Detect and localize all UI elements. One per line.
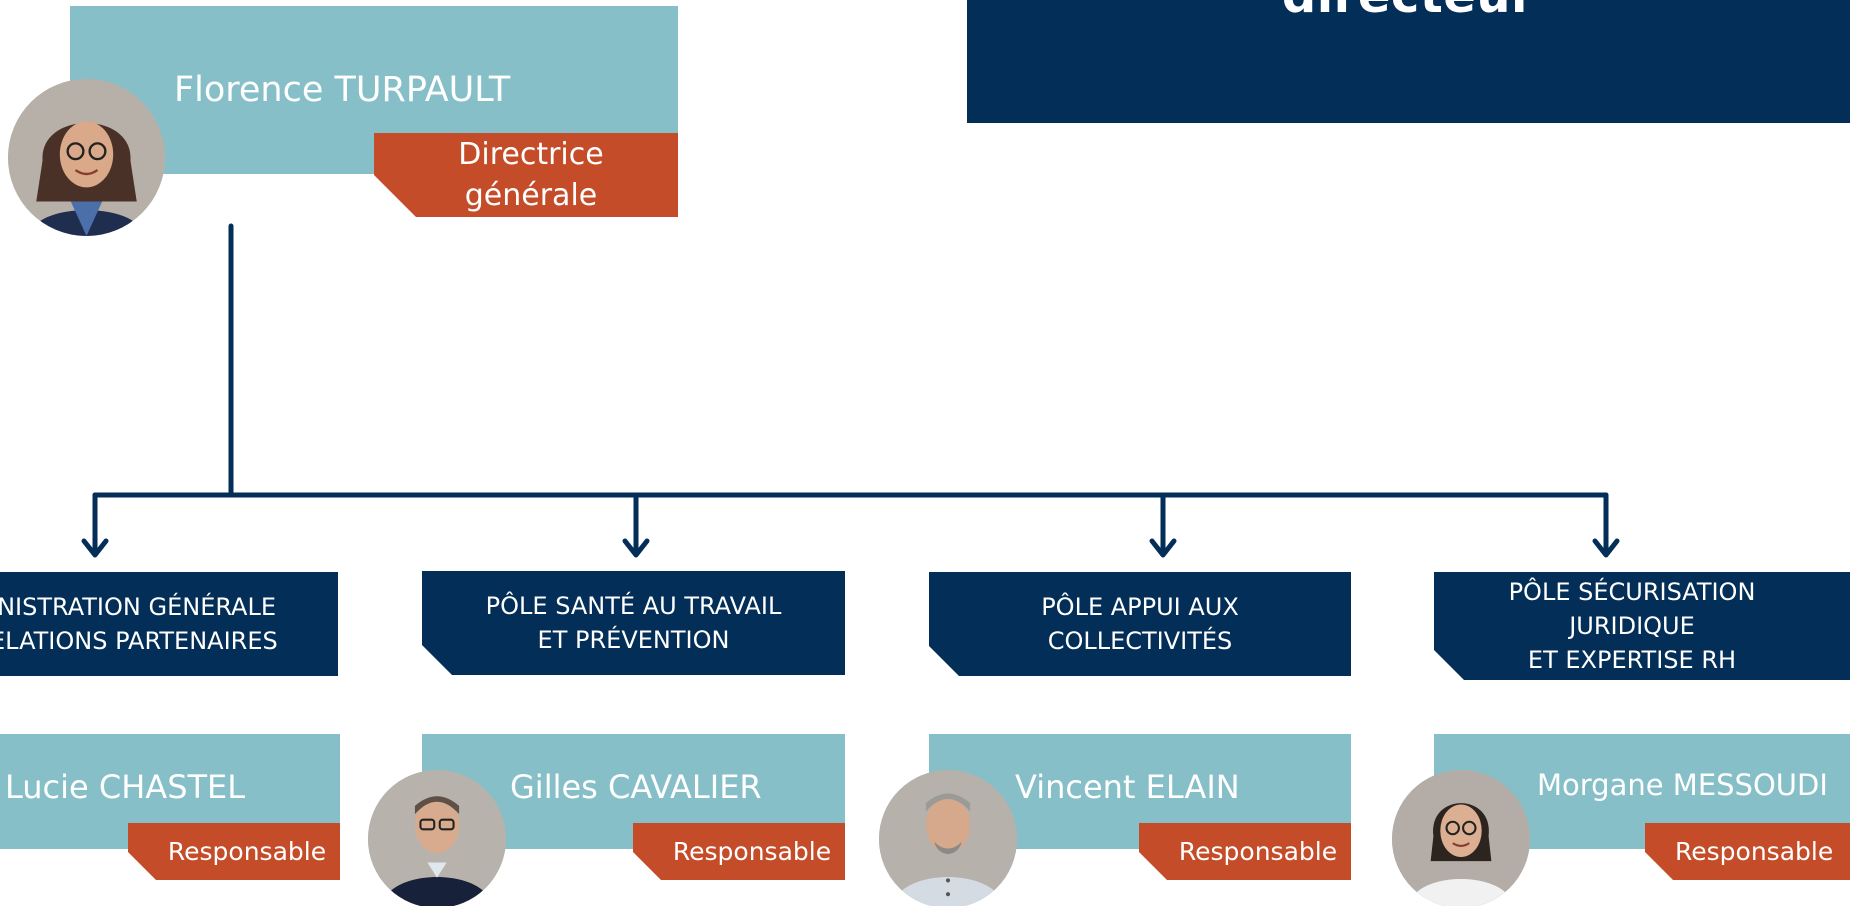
person-avatar-morgane	[1392, 770, 1530, 906]
man-grey-hair-portrait-icon	[879, 770, 1017, 906]
director-name: Florence TURPAULT	[174, 70, 511, 110]
person-role-badge: Responsable	[1645, 823, 1850, 880]
woman-glasses-portrait-icon	[8, 79, 165, 236]
person-avatar-vincent	[879, 770, 1017, 906]
person-role-label: Responsable	[1178, 837, 1338, 866]
person-role-label: Responsable	[167, 837, 327, 866]
header-title: directeur	[967, 0, 1850, 24]
director-role-badge: Directrice générale	[374, 133, 678, 217]
person-avatar-gilles	[368, 770, 506, 906]
pole-label: PÔLE SÉCURISATION JURIDIQUE ET EXPERTISE…	[1508, 578, 1756, 674]
pole-box-appui-collectivites: PÔLE APPUI AUX COLLECTIVITÉS	[929, 572, 1351, 676]
person-name: Gilles CAVALIER	[510, 768, 762, 806]
arrow-head-1	[81, 538, 109, 558]
pole-label: PÔLE SANTÉ AU TRAVAIL ET PRÉVENTION	[485, 592, 782, 654]
pole-box-securisation-juridique: PÔLE SÉCURISATION JURIDIQUE ET EXPERTISE…	[1434, 572, 1850, 680]
pole-label: PÔLE APPUI AUX COLLECTIVITÉS	[1041, 593, 1239, 655]
person-role-label: Responsable	[1675, 837, 1834, 866]
woman-glasses-portrait-icon	[1392, 770, 1530, 906]
man-glasses-portrait-icon	[368, 770, 506, 906]
person-name: Lucie CHASTEL	[5, 768, 246, 806]
person-name: Morgane MESSOUDI	[1537, 768, 1828, 802]
header-banner: directeur	[967, 0, 1850, 123]
person-name: Vincent ELAIN	[1015, 768, 1240, 806]
person-role-badge: Responsable	[633, 823, 845, 880]
arrow-head-2	[622, 538, 650, 558]
pole-box-sante-travail: PÔLE SANTÉ AU TRAVAIL ET PRÉVENTION	[422, 571, 845, 675]
arrow-head-4	[1592, 538, 1620, 558]
person-role-badge: Responsable	[128, 823, 340, 880]
arrow-head-3	[1149, 538, 1177, 558]
director-avatar	[8, 79, 165, 236]
person-role-label: Responsable	[672, 837, 832, 866]
pole-box-administration: INISTRATION GÉNÉRALE ELATIONS PARTENAIRE…	[0, 572, 338, 676]
person-role-badge: Responsable	[1139, 823, 1351, 880]
pole-label: INISTRATION GÉNÉRALE ELATIONS PARTENAIRE…	[0, 593, 278, 655]
director-role-label: Directrice générale	[458, 137, 604, 213]
